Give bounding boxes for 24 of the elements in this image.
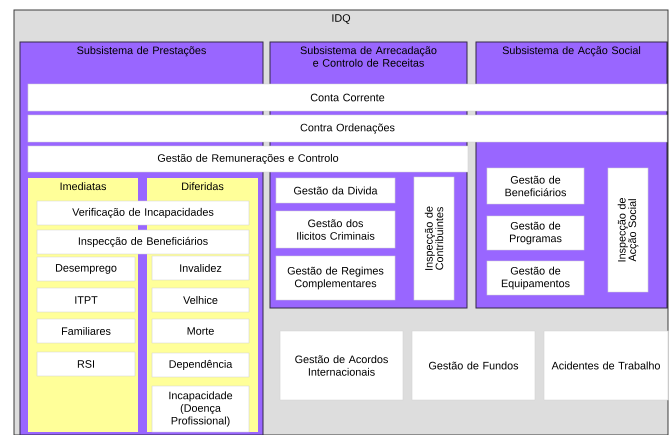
module-box: Gestão de Fundos — [412, 330, 536, 400]
module-box: Incapacidade (Doença Profissional) — [152, 386, 250, 432]
module-box: Gestão dos Ilicitos Criminais — [276, 210, 396, 248]
module-box: Inspecção de Contribuintes — [414, 176, 454, 300]
module-box: Dependência — [152, 352, 250, 378]
module-box: Velhice — [152, 288, 250, 312]
module-box: Familiares — [36, 318, 136, 344]
module-box: Gestão da Divida — [276, 178, 396, 204]
module-box: Desemprego — [36, 256, 136, 282]
module-band: Gestão de Remunerações e Controlo — [28, 146, 468, 172]
module-box: Gestão de Beneficiários — [486, 168, 584, 204]
module-box: Invalidez — [152, 256, 250, 280]
module-band: Conta Corrente — [28, 84, 668, 112]
module-box: Morte — [152, 318, 250, 344]
module-band: Contra Ordenações — [28, 114, 668, 142]
module-box: Gestão de Acordos Internacionais — [280, 330, 404, 400]
module-box: RSI — [36, 352, 136, 376]
module-box: Gestão de Programas — [486, 216, 584, 250]
module-box: ITPT — [36, 288, 136, 312]
module-box: Gestão de Equipamentos — [486, 260, 584, 296]
module-box: Verificação de Incapacidades — [36, 200, 250, 226]
module-box: Acidentes de Trabalho — [544, 330, 668, 400]
module-box: Inspecção de Acção Social — [608, 168, 648, 292]
module-box: Gestão de Regimes Complementares — [276, 256, 396, 300]
